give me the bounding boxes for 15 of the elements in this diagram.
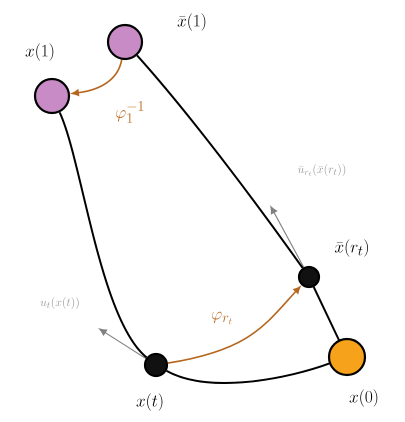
- curve: [58, 112, 148, 358]
- edge-label: $\varphi_1^{-1}$: [114, 100, 146, 124]
- curve: [136, 54, 304, 269]
- edge-label: $\varphi_{r_t}$: [210, 310, 234, 326]
- point-label: $\bar{x}(1)$: [178, 13, 206, 31]
- curve: [166, 362, 330, 384]
- curve: [312, 286, 340, 340]
- point-label: $\bar{x}(r_t)$: [334, 239, 368, 257]
- arrow: [72, 60, 122, 96]
- point-label: $x(0)$: [350, 389, 378, 407]
- arrow: [168, 286, 300, 364]
- point-label: $x(t)$: [136, 393, 162, 411]
- point-label: $x(1)$: [26, 43, 54, 61]
- vector-label: $u_t(x(t))$: [40, 297, 79, 310]
- vector-label: $\bar{u}_{r_t}(\bar{x}(r_t))$: [298, 164, 346, 176]
